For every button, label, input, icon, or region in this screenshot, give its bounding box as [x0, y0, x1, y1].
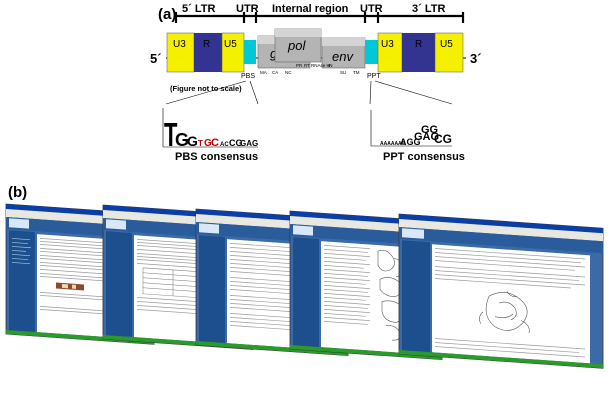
- svg-text:T: T: [164, 117, 177, 153]
- svg-text:G: G: [204, 138, 212, 149]
- env-sub-tm: TM: [353, 70, 360, 75]
- right-u5-label: U5: [440, 39, 453, 50]
- svg-text:CG: CG: [229, 138, 243, 148]
- panel-a-label: (a): [158, 6, 176, 23]
- pol-label: pol: [287, 38, 306, 53]
- env-label: env: [332, 49, 354, 64]
- left-utr-segment: [244, 40, 256, 64]
- gag-sub-ma: MA: [260, 70, 267, 75]
- right-r-segment: [402, 33, 435, 72]
- left-ltr: U3 R U5: [166, 32, 245, 73]
- utr-right-label: UTR: [360, 3, 383, 15]
- pol-sub-rt: RT: [304, 63, 310, 68]
- svg-text:AC: AC: [220, 142, 229, 148]
- right-u3-label: U3: [381, 39, 394, 50]
- scale-note: (Figure not to scale): [170, 84, 242, 93]
- svg-text:AGG: AGG: [400, 137, 421, 147]
- region-bracket: [174, 12, 465, 23]
- left-u3-label: U3: [173, 39, 186, 50]
- svg-text:GAG: GAG: [240, 139, 258, 148]
- ppt-label: PPT: [367, 73, 381, 80]
- end3-label: 3´: [470, 51, 482, 66]
- svg-text:G: G: [187, 133, 198, 149]
- panel-a: (a) 5´ LTR UTR Internal region UTR 3´ LT…: [150, 3, 482, 163]
- env-sub-su: SU: [340, 70, 346, 75]
- ltr5-label: 5´ LTR: [182, 3, 215, 15]
- zoom-lines: [165, 80, 453, 105]
- svg-text:T: T: [198, 139, 203, 148]
- right-utr-segment: [365, 40, 378, 64]
- pbs-sequence-logo: T G G T G C AC CG GAG PBS consensus: [162, 108, 258, 163]
- gag-sub-ca: CA: [272, 70, 278, 75]
- pol-sub-pr: PR: [296, 63, 303, 68]
- panel-b: (b): [5, 184, 604, 369]
- browser-window-5: [398, 213, 604, 369]
- gag-sub-nc: NC: [285, 70, 292, 75]
- svg-text:CG: CG: [434, 132, 452, 146]
- panel-b-label: (b): [8, 184, 27, 201]
- svg-text:GG: GG: [421, 124, 438, 136]
- right-u3-segment: [377, 32, 403, 73]
- left-u3-segment: [166, 32, 195, 73]
- left-r-label: R: [203, 39, 210, 50]
- pol-sub-rnaseh: RNAse H: [311, 63, 330, 68]
- right-u5-segment: [434, 32, 464, 73]
- ppt-sequence-logo: AAAAAAG AGG GAG GG CG PPT consensus: [370, 110, 465, 163]
- end5-label: 5´: [150, 51, 162, 66]
- left-r-segment: [194, 33, 222, 72]
- gene-subregion-labels: MA CA NC PR RT RNAse H IN SU TM: [260, 63, 360, 75]
- pbs-consensus-label: PBS consensus: [175, 151, 258, 163]
- ltr3-label: 3´ LTR: [412, 3, 445, 15]
- svg-text:GAG: GAG: [414, 131, 439, 143]
- right-r-label: R: [415, 39, 422, 50]
- svg-text:G: G: [175, 130, 189, 150]
- svg-text:C: C: [211, 137, 219, 149]
- gene-env: env: [321, 37, 366, 69]
- pbs-label: PBS: [241, 73, 255, 80]
- svg-text:AAAAAAG: AAAAAAG: [380, 141, 406, 147]
- ppt-consensus-label: PPT consensus: [383, 151, 465, 163]
- utr-left-label: UTR: [236, 3, 259, 15]
- pol-sub-in: IN: [328, 63, 333, 68]
- right-ltr: U3 R U5: [377, 32, 464, 73]
- left-u5-label: U5: [224, 39, 237, 50]
- gene-pol: pol: [274, 28, 322, 63]
- internal-region-label: Internal region: [272, 3, 349, 15]
